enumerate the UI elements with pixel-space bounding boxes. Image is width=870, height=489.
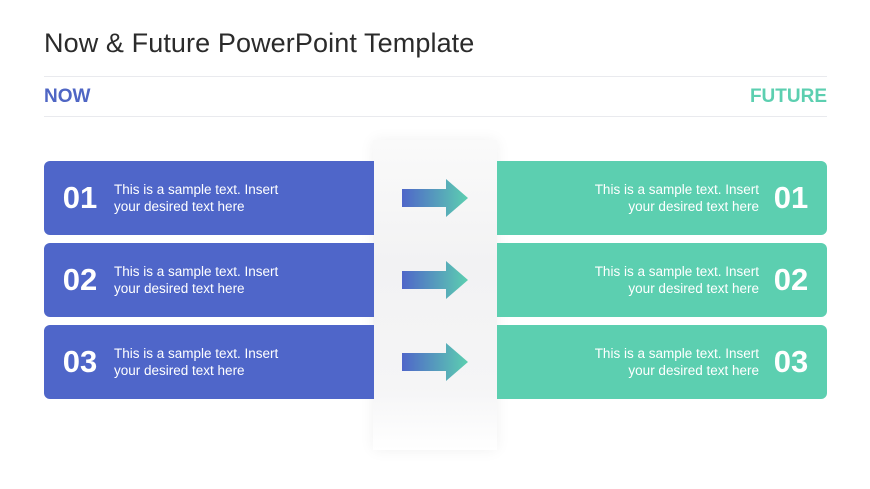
right-arrow-icon <box>402 261 468 299</box>
now-item-3: 03 This is a sample text. Insert your de… <box>44 325 374 399</box>
now-number-2: 02 <box>62 262 98 297</box>
right-arrow-icon <box>402 343 468 381</box>
future-number-2: 02 <box>773 262 809 297</box>
now-label: NOW <box>44 86 91 107</box>
divider-bottom <box>44 116 827 117</box>
future-item-1: This is a sample text. Insert your desir… <box>497 161 827 235</box>
now-number-3: 03 <box>62 344 98 379</box>
now-text-2: This is a sample text. Insert your desir… <box>114 264 279 296</box>
future-text-1: This is a sample text. Insert your desir… <box>594 182 759 214</box>
slide-title: Now & Future PowerPoint Template <box>44 28 475 58</box>
now-number-1: 01 <box>62 180 98 215</box>
now-item-2: 02 This is a sample text. Insert your de… <box>44 243 374 317</box>
now-text-1: This is a sample text. Insert your desir… <box>114 182 279 214</box>
now-item-1: 01 This is a sample text. Insert your de… <box>44 161 374 235</box>
future-number-1: 01 <box>773 180 809 215</box>
right-arrow-icon <box>402 179 468 217</box>
future-number-3: 03 <box>773 344 809 379</box>
future-item-3: This is a sample text. Insert your desir… <box>497 325 827 399</box>
future-text-2: This is a sample text. Insert your desir… <box>594 264 759 296</box>
future-item-2: This is a sample text. Insert your desir… <box>497 243 827 317</box>
now-text-3: This is a sample text. Insert your desir… <box>114 346 279 378</box>
divider-top <box>44 76 827 77</box>
future-text-3: This is a sample text. Insert your desir… <box>594 346 759 378</box>
future-label: FUTURE <box>749 86 827 107</box>
